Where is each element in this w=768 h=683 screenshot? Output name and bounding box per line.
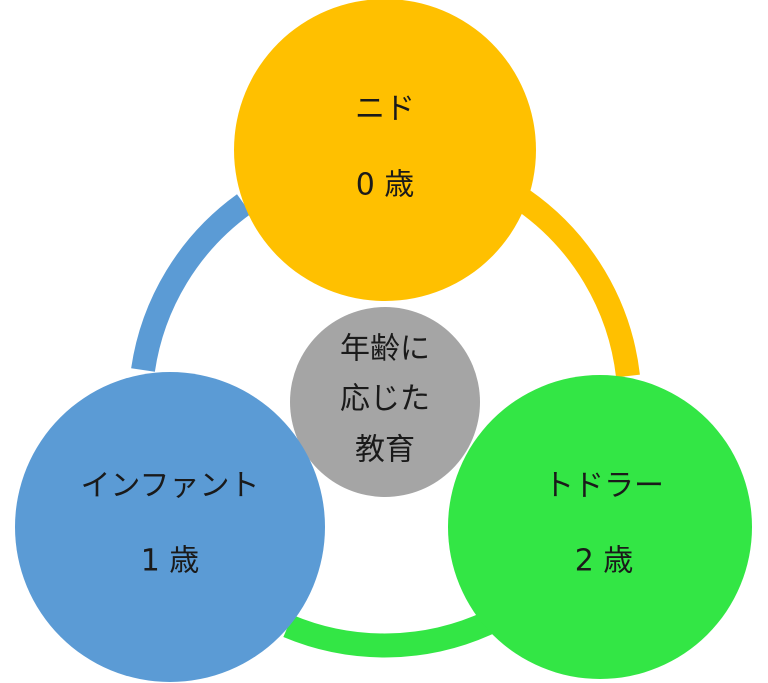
toddler-circle bbox=[448, 375, 752, 679]
nido-age: 0 歳 bbox=[356, 168, 415, 203]
nido-circle bbox=[234, 0, 536, 301]
toddler-title: トドラー bbox=[544, 469, 664, 504]
infant-circle bbox=[15, 372, 325, 682]
node-infant: インファント 1 歳 bbox=[15, 372, 325, 682]
infant-title: インファント bbox=[80, 469, 259, 504]
center-circle bbox=[290, 307, 480, 497]
arc-nido-to-toddler bbox=[516, 190, 640, 378]
center-label-line-3: 教育 bbox=[355, 433, 415, 468]
infant-age: 1 歳 bbox=[141, 544, 200, 579]
connector-arcs bbox=[131, 190, 640, 658]
arc-toddler-to-infant bbox=[283, 611, 496, 658]
center-node: 年齢に 応じた 教育 bbox=[290, 307, 480, 497]
toddler-age: 2 歳 bbox=[575, 544, 634, 579]
arc-infant-to-nido bbox=[131, 194, 252, 372]
node-nido: ニド 0 歳 bbox=[234, 0, 536, 301]
nido-title: ニド bbox=[355, 92, 415, 127]
center-label-line-1: 年齢に bbox=[340, 332, 430, 367]
center-label-line-2: 応じた bbox=[340, 382, 430, 417]
node-toddler: トドラー 2 歳 bbox=[448, 375, 752, 679]
